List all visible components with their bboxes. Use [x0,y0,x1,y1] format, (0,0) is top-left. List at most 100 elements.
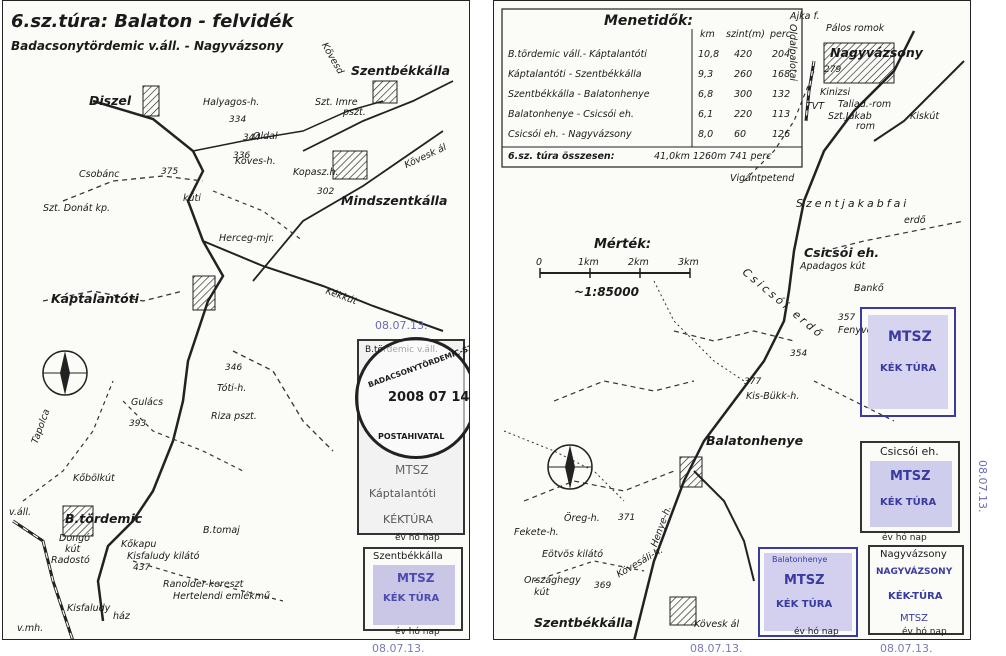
postmark-date: 2008 07 14 [388,390,470,405]
table-row-km: 9,3 [698,69,714,80]
stamp-henye-ink: Balatonhenye MTSZ KÉK TÚRA [764,553,852,631]
scale-tick: 1km [578,257,599,268]
table-row-km: 10,8 [698,49,720,60]
place-apadagos: Apadagos kút [800,261,866,272]
place-halyagos: Halyagos-h. [203,97,260,108]
right-bottom-date-b: 08.07.13. [880,642,933,655]
place-koves-h: Köves-h. [235,156,276,167]
place-kis-bukk: Kis-Bükk-h. [746,391,800,402]
stamp-kapt-bottom: KÉKTÚRA [383,513,434,526]
elev-346: 346 [225,363,243,373]
place-pszt: pszt. [343,107,366,118]
place-eotvos: Eötvös kilátó [542,549,604,560]
table-row-perc: 126 [772,129,791,140]
scale-tick: 0 [536,257,543,268]
place-dongo: Dongó [59,533,90,544]
stamp-ev-ho-nap-4: év hó nap [794,627,839,637]
elev-393: 393 [129,419,147,429]
left-map-lines [12,80,454,639]
table-row-route: Balatonhenye - Csicsói eh. [508,109,634,120]
elev-336: 336 [233,151,251,161]
place-banko: Bankő [854,283,884,294]
place-oldal: Oldal [253,131,278,142]
place-ajka: Ajka f. [790,11,820,22]
stamp-nagyv-foot: MTSZ [900,613,928,624]
place-btordemic: B.tördemic [65,511,143,526]
place-vigandpetend: Vigántpetend [730,173,795,184]
place-kaptalantoti: Káptalantóti [51,291,139,306]
stamp-henye-top: Balatonhenye [772,555,828,564]
table-header-km: km [700,29,715,40]
left-title: 6.sz.túra: Balaton - felvidék [11,11,294,32]
place-hertelendi: Hertelendi emlékmű [173,591,271,602]
place-szt-donat: Szt. Donát kp. [43,203,111,214]
left-map-sheet: 6.sz.túra: Balaton - felvidék Badacsonyt… [2,0,470,640]
elev-357: 357 [838,313,856,323]
place-kisfaludy-haz: Kisfaludy [67,603,111,614]
place-gulacs: Gulács [131,397,164,408]
place-mindszentkalla: Mindszentkálla [341,193,448,208]
table-row-perc: 204 [772,49,791,60]
scale-title: Mérték: [594,237,652,252]
place-csobanc: Csobánc [79,169,120,180]
stamp-kapt-mtsz: MTSZ [395,463,429,477]
stamp-date-handwritten: 08.07.13. [375,319,428,332]
place-oldalpalotai: Oldalpalotai [787,23,799,82]
place-kisfaludy-kilato: Kisfaludy kilátó [127,551,200,562]
stamp-ev-ho-nap-3: év hó nap [882,533,927,543]
table-row-route: Csicsói eh. - Nagyvázsony [508,129,632,140]
stamp-mtsz-top: MTSZ KÉK TÚRA [860,307,956,417]
table-row-perc: 132 [772,89,791,100]
place-kokapu: Kőkapu [121,539,157,550]
place-kut: kút [65,544,81,555]
place-tvt: TVT [806,101,825,112]
stamp-ev-ho-nap-2: év hó nap [395,627,440,637]
elev-302: 302 [317,187,335,197]
place-koveskal: Kövesk ál [694,619,740,630]
stamp-henye-mid: MTSZ [784,573,825,588]
right-bottom-date-a: 08.07.13. [690,642,743,655]
stamp-csicsoi-mid: MTSZ [890,469,931,484]
stamp-csicsoi: Csicsói eh. MTSZ KÉK TÚRA [860,441,960,533]
stamp-szentbekkalla: Szentbékkálla MTSZ KÉK TÚRA [363,547,463,631]
elev-437: 437 [133,563,151,573]
elev-334: 334 [229,115,247,125]
table-row-szint: 420 [734,49,753,60]
place-fenyves: Fenyves-h. [838,325,890,336]
postmark-circle: BADACSONYTÖRDEMIC-SZIGLIGET 2008 07 14 P… [355,332,470,459]
table-row-perc: 168 [772,69,791,80]
place-csicsoi-eh: Csicsói eh. [804,245,880,260]
elev-279: 279 [824,65,842,75]
table-row-km: 8,0 [698,129,714,140]
stamp-csicsoi-top: Csicsói eh. [880,445,939,458]
elev-354: 354 [790,349,808,359]
left-bottom-date: 08.07.13. [372,642,425,655]
table-total-value: 41,0km 1260m 741 perc [654,151,772,162]
place-ranolder: Ranolder-kereszt [163,579,244,590]
stamp-csicsoi-bottom: KÉK TÚRA [880,497,937,508]
place-kiskut: Kiskút [910,111,940,122]
place-nagyvazsony: Nagyvázsony [830,45,923,60]
elev-377: 377 [744,377,762,387]
place-riza: Riza pszt. [211,411,257,422]
place-szentbekkalla: Szentbékkálla [351,63,451,78]
stamp-szent-top: Szentbékkálla [373,551,443,562]
place-orzahegy: Országhegy [524,575,581,586]
postmark-bottom: POSTAHIVATAL [378,432,445,441]
place-kobolkut: Kőbölkút [73,473,115,484]
scale-ratio: ~1:85000 [574,285,639,299]
table-row-km: 6,8 [698,89,714,100]
table-row-route: Káptalantóti - Szentbékkálla [508,69,642,80]
table-row-perc: 113 [772,109,791,120]
place-oreg-h: Öreg-h. [564,513,600,524]
place-herceg: Herceg-mjr. [219,233,275,244]
table-header-perc: perc [770,29,792,40]
stamp-mtsz-ink: MTSZ KÉK TÚRA [868,315,948,409]
table-row-szint: 300 [734,89,753,100]
place-kopasz: Kopasz.h. [293,167,339,178]
place-szentbekkalla: Szentbékkálla [534,615,634,630]
table-row-szint: 220 [734,109,753,120]
place-radosto: Radostó [51,555,90,566]
place-kut: kút [534,587,550,598]
place-btomaj: B.tomaj [203,525,240,536]
